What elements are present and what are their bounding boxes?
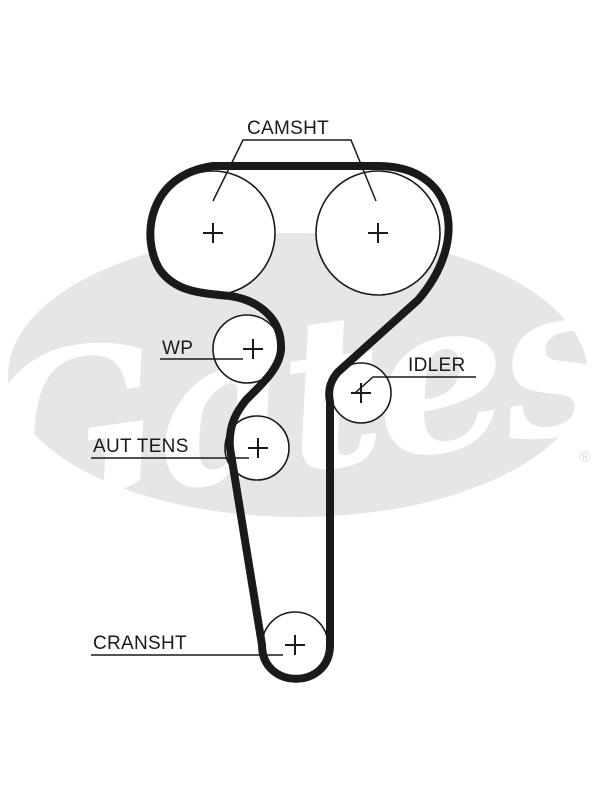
timing-belt [146,162,453,683]
water-pump-label: WP [162,338,193,359]
auto-tensioner-center-icon [248,438,268,458]
labels: CAMSHT WP IDLER AUT TENS CRANSHT [93,118,465,654]
idler-leader [354,376,476,394]
water-pump-center-icon [243,339,263,359]
crankshaft-center-icon [285,635,305,655]
center-marks [203,223,388,655]
logo-ellipse [8,233,588,517]
camshaft-left-center-icon [203,223,223,243]
idler-center-icon [351,383,371,403]
gates-logo-watermark: Gates ® [0,230,600,563]
camshaft-label: CAMSHT [247,118,329,139]
leader-lines [91,139,476,656]
idler-label: IDLER [408,355,465,376]
camshaft-leader [212,139,377,202]
crankshaft-label: CRANSHT [93,633,187,654]
registered-mark: ® [579,449,591,466]
camshaft-right-center-icon [368,223,388,243]
auto-tensioner-label: AUT TENS [93,436,189,457]
